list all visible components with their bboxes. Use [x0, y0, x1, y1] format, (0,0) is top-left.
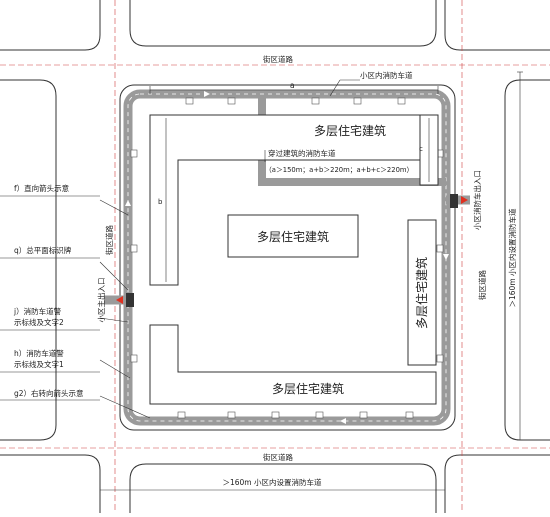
- fire-exit-arrow-icon: [461, 196, 468, 204]
- main-entrance-gate: [126, 293, 134, 307]
- block-bottom: [129, 463, 437, 513]
- legend-item-j-line1: j）消防车道警: [13, 306, 62, 316]
- legend-item-j-line2: 示标线及文字2: [14, 317, 64, 327]
- buildings: [149, 114, 439, 405]
- legend-item-q: q）总平面标识牌: [14, 245, 72, 255]
- legend-item-h-line1: h）消防车道警: [14, 348, 64, 358]
- site-boundary: [119, 84, 456, 431]
- dist-bottom-label: ＞160m 小区内设置消防车道: [222, 477, 322, 487]
- main-entrance-arrow-icon: [116, 296, 123, 304]
- legend: f）直向箭头示意 q）总平面标识牌 j）消防车道警 示标线及文字2 h）消防车道…: [0, 183, 100, 401]
- dim-b-label: b: [158, 198, 163, 206]
- fire-lane-label: 小区内消防车道: [360, 70, 413, 80]
- block-top-right: [444, 0, 550, 51]
- dimensions: [99, 71, 523, 493]
- callout-lines: [99, 79, 360, 419]
- legend-item-h-line2: 示标线及文字1: [14, 359, 64, 369]
- main-entrance-label: 小区主出入口: [96, 278, 106, 323]
- legend-item-f: f）直向箭头示意: [14, 183, 69, 193]
- street-top-label: 街区道路: [263, 54, 293, 64]
- arrow-left-icon: [340, 418, 346, 424]
- arrow-down-icon: [443, 254, 449, 260]
- entrance-gates: [116, 194, 468, 307]
- building-bottom-label: 多层住宅建筑: [272, 381, 344, 396]
- building-top-label: 多层住宅建筑: [314, 123, 386, 138]
- fire-exit-gate: [450, 194, 458, 208]
- legend-item-g2: g2）右转向箭头示意: [14, 388, 84, 398]
- street-left-label: 街区道路: [104, 225, 114, 255]
- block-bottom-left: [0, 454, 101, 513]
- building-top-l: [149, 114, 421, 286]
- block-bottom-right: [444, 454, 550, 513]
- block-top-left: [0, 0, 101, 51]
- labels: 街区道路 街区道路 街区道路 街区道路 小区内消防车道 a b c 多层住宅建筑…: [96, 54, 517, 487]
- dim-a-label: a: [290, 81, 295, 90]
- lane-markers: [130, 97, 444, 419]
- building-right-label: 多层住宅建筑: [414, 257, 429, 329]
- block-left: [0, 79, 57, 441]
- block-top: [129, 0, 437, 47]
- fire-exit-label: 小区消防车出入口: [472, 170, 482, 230]
- dim-c-label: c: [419, 145, 423, 153]
- building-bottom-l: [149, 324, 437, 405]
- street-bottom-label: 街区道路: [263, 452, 293, 462]
- arrow-right-icon: [204, 91, 210, 97]
- street-right-label: 街区道路: [477, 270, 487, 300]
- building-center-label: 多层住宅建筑: [257, 229, 329, 244]
- arrow-up-icon: [125, 200, 131, 206]
- block-right: [504, 79, 550, 441]
- building-center: [227, 214, 359, 258]
- dist-right-label: ＞160m 小区内设置消防车道: [507, 208, 517, 308]
- building-right: [407, 219, 437, 366]
- lane-arrows: [125, 91, 449, 424]
- through-building-label: 穿过建筑的消防车道: [268, 148, 336, 158]
- condition-text: （a＞150m；a+b＞220m；a+b+c＞220m）: [265, 166, 413, 174]
